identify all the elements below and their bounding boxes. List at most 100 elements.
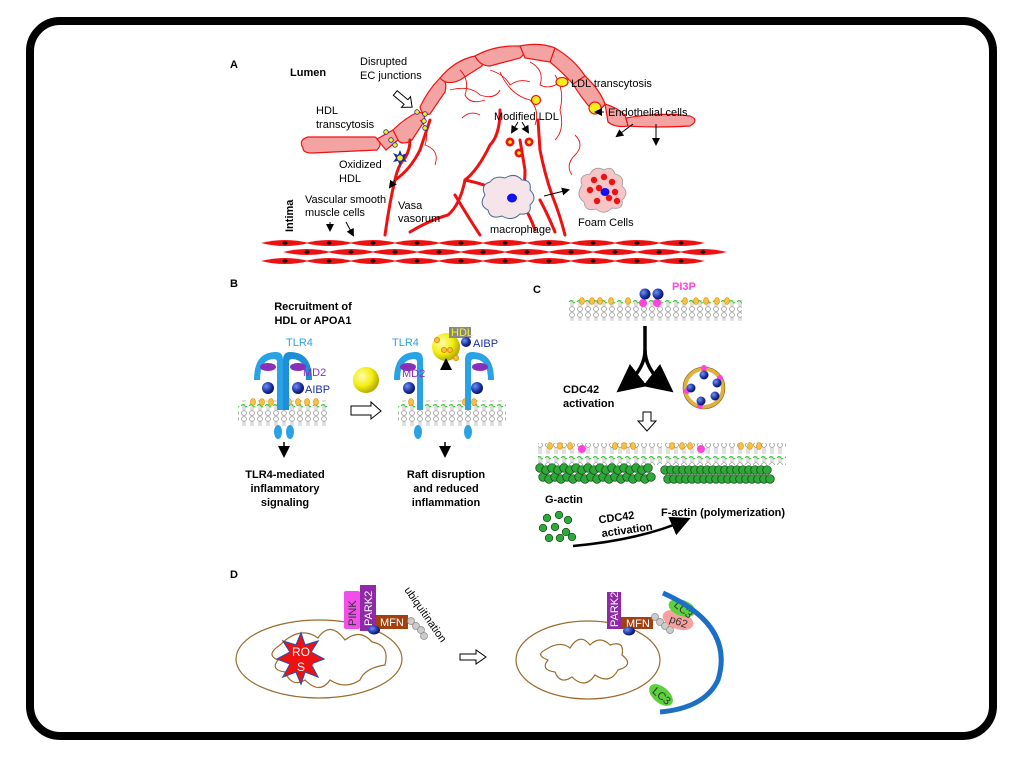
- pi3p-label: PI3P: [672, 281, 696, 293]
- pi3p-bottom-1: [578, 445, 586, 453]
- panel-c-letter: C: [533, 284, 541, 296]
- aibp-label-right: AIBP: [473, 338, 498, 350]
- arrow-modldl-2: [521, 121, 530, 134]
- smc-nucleus: [700, 250, 706, 254]
- smc-nucleus: [414, 241, 420, 245]
- smc-nucleus: [678, 241, 684, 245]
- smc-nucleus: [590, 241, 596, 245]
- smc-nucleus: [612, 250, 618, 254]
- capillaries: [419, 61, 581, 176]
- disrupted-label-2: EC junctions: [360, 70, 422, 82]
- f-actin-monomer: [646, 472, 656, 482]
- panel-b-letter: B: [230, 278, 238, 290]
- disrupted-label-1: Disrupted: [360, 56, 407, 68]
- modified-ldl: [505, 137, 534, 158]
- protein-c-1: [639, 288, 651, 300]
- lc3-top-protein: [668, 599, 696, 617]
- outcome-left-2: inflammatory: [250, 483, 320, 495]
- ros-label-2: S: [297, 660, 305, 674]
- hollow-arrow-down-c: [636, 411, 658, 432]
- hdl-ball-icon: [353, 367, 379, 393]
- f-actin-monomer: [643, 463, 653, 473]
- panel-c: C PI3P CDC42 activation: [533, 281, 786, 548]
- ros-label-1: RO: [292, 645, 310, 659]
- arrow-smc-2: [345, 221, 354, 237]
- smc-nucleus: [370, 259, 376, 263]
- ubiquitin-chain-left: [407, 617, 428, 640]
- mfn-right-label: MFN: [626, 618, 650, 630]
- pi3p-1: [639, 299, 647, 307]
- smc-nucleus: [458, 259, 464, 263]
- membrane-right: [398, 400, 506, 426]
- aibp-right-1: [403, 382, 415, 394]
- smc-nucleus: [546, 259, 552, 263]
- arrow-modldl-1: [510, 121, 519, 134]
- tlr4-label-right: TLR4: [392, 337, 419, 349]
- hdl-transcytosis-label-1: HDL: [316, 105, 338, 117]
- smc-nucleus: [304, 250, 310, 254]
- smc-nucleus: [414, 259, 420, 263]
- tlr4-monomer-right-a: [394, 352, 423, 439]
- panel-b: B Recruitment of HDL or APOA1 TLR4 MD2 A…: [230, 278, 506, 509]
- smc-nucleus: [524, 250, 530, 254]
- outcome-left-3: signaling: [261, 497, 309, 509]
- park2-right-label: PARK2: [609, 592, 621, 627]
- ubiquitin-ligase-left: [368, 625, 380, 635]
- foam-cells-label: Foam Cells: [578, 217, 634, 229]
- pink1-protein: [344, 591, 360, 629]
- raft-lipids-c: [579, 297, 730, 305]
- smc-nucleus: [502, 259, 508, 263]
- mfn-right-protein: [621, 617, 653, 629]
- smc-nucleus: [458, 241, 464, 245]
- park2-left-label: PARK2: [363, 591, 375, 626]
- macrophage-label: macrophage: [490, 224, 551, 236]
- lc3-bottom-protein: [649, 684, 673, 706]
- junction-arrow-icon: [392, 89, 413, 108]
- aibp-left-2: [292, 382, 304, 394]
- aibp-label-left: AIBP: [305, 384, 330, 396]
- aibp-left-1: [262, 382, 274, 394]
- endothelial-cells-label: Endothelial cells: [608, 107, 688, 119]
- md2-label-right: MD2: [402, 368, 425, 380]
- cdc42-label-1: CDC42: [563, 384, 599, 396]
- hdl-label: HDL: [451, 327, 473, 339]
- smc-nucleus: [282, 259, 288, 263]
- phagophore-membrane: [659, 590, 724, 715]
- tlr4-dimer-left: [254, 352, 312, 439]
- hdl-particle-with-cholesterol: [432, 327, 471, 361]
- mitochondrion-right: [515, 620, 661, 700]
- intima-label: Intima: [284, 199, 296, 232]
- smc-nucleus: [348, 250, 354, 254]
- outcome-right-2: and reduced: [413, 483, 478, 495]
- oxidized-hdl-label-1: Oxidized: [339, 159, 382, 171]
- protein-c-2: [652, 288, 664, 300]
- smc-nucleus: [282, 241, 288, 245]
- branch-arrow-right: [642, 349, 674, 393]
- cdc42-label-2: activation: [563, 398, 615, 410]
- smc-nucleus: [634, 241, 640, 245]
- oxidized-hdl-label-2: HDL: [339, 173, 361, 185]
- vasa-vasorum: [383, 108, 567, 237]
- ros-icon: [275, 631, 326, 686]
- panel-a: A Lumen Intima: [230, 43, 727, 264]
- cdc42b-label-1: CDC42: [598, 510, 635, 527]
- g-actin-label: G-actin: [545, 494, 583, 506]
- ubiquitin-chain-right: [651, 613, 674, 634]
- smc-nucleus: [392, 250, 398, 254]
- smc-nucleus: [326, 259, 332, 263]
- smc-nucleus: [480, 250, 486, 254]
- panel-d-letter: D: [230, 569, 238, 581]
- polymerization-arrow: [572, 516, 691, 548]
- smc-nucleus: [656, 250, 662, 254]
- modified-ldl-label: Modified LDL: [494, 111, 559, 123]
- outcome-right-3: inflammation: [412, 497, 481, 509]
- smc-nucleus: [568, 250, 574, 254]
- smc-nucleus: [326, 241, 332, 245]
- arrow-oxidized: [388, 179, 397, 189]
- pink-label: PINK: [347, 600, 359, 626]
- aibp-right-2: [471, 382, 483, 394]
- recruitment-label-1: Recruitment of: [274, 301, 352, 313]
- g-actin-monomers: [538, 510, 577, 543]
- smc-nucleus: [502, 241, 508, 245]
